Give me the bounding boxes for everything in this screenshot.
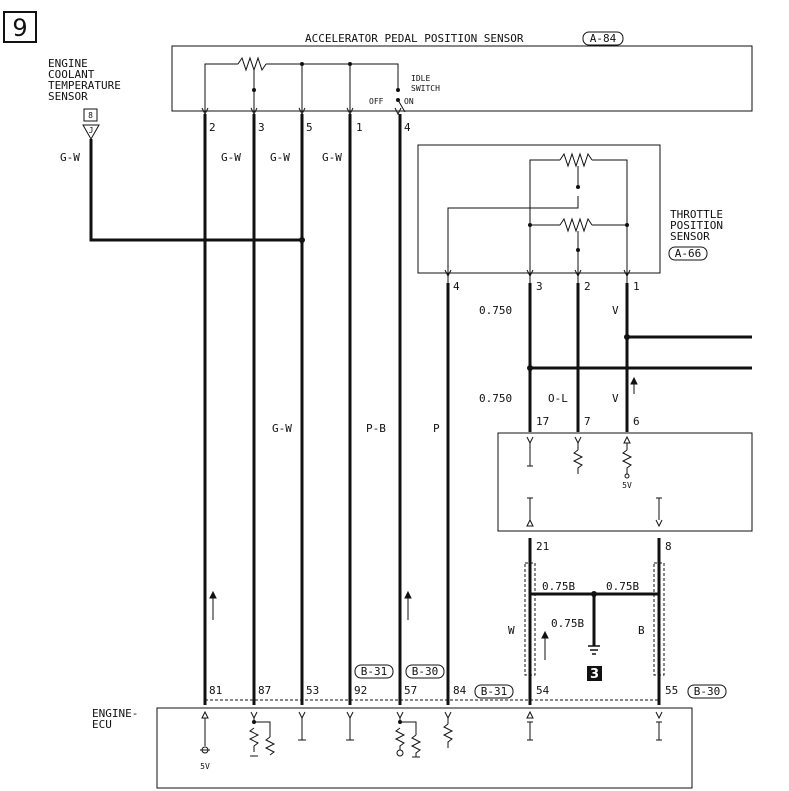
throttle-junctions (528, 185, 629, 252)
accel-pin-5: 5 (306, 121, 313, 134)
coolant-connector-icon (82, 124, 100, 141)
relay-pin-8: 8 (665, 540, 672, 553)
accelerator-sensor-title: ACCELERATOR PEDAL POSITION SENSOR (305, 32, 524, 45)
connector-a66: A-66 (675, 247, 702, 260)
coolant-label-4: SENSOR (48, 90, 88, 103)
page-number: 9 (12, 14, 27, 42)
accel-pin-3: 3 (258, 121, 265, 134)
wire-gnd-left-color: 0.75B (542, 580, 575, 593)
ecu-pin-92: 92 (354, 684, 367, 697)
throttle-sensor-box (417, 144, 661, 274)
accel-pin-2: 2 (209, 121, 216, 134)
ecu-pin-54: 54 (536, 684, 550, 697)
off-label: OFF (369, 97, 384, 106)
throttle-internal-wiring (447, 152, 628, 283)
relay-pin-21: 21 (536, 540, 549, 553)
connector-badge-b31-b (474, 684, 514, 699)
ground-symbol (588, 645, 600, 655)
shield-outlines (205, 562, 665, 701)
ecu-pin-87: 87 (258, 684, 271, 697)
wire-pb-color: P-B (366, 422, 386, 435)
ecu-supply-5v: 5V (200, 762, 210, 771)
wire-mid-gw-color: G-W (272, 422, 292, 435)
ecu-pin-symbols (200, 710, 663, 758)
coolant-badge-box (83, 108, 98, 122)
throttle-pin-1: 1 (633, 280, 640, 293)
throttle-pin-2: 2 (584, 280, 591, 293)
main-wires (89, 114, 752, 705)
wire-gnd-right-color: 0.75B (606, 580, 639, 593)
connector-b30-a: B-30 (412, 665, 439, 678)
wire-v-upper-color: V (612, 304, 619, 317)
ground-badge-box (587, 666, 602, 681)
wire-acc1-color: G-W (322, 151, 342, 164)
ecu-pin-81: 81 (209, 684, 222, 697)
wire-gnd-down-color: 0.75B (551, 617, 584, 630)
wire-ol-color: O-L (548, 392, 568, 405)
connector-b31-a: B-31 (361, 665, 388, 678)
accelerator-junctions (252, 62, 400, 102)
junction-block-internals (526, 435, 663, 528)
ecu-label-2: ECU (92, 718, 112, 731)
wire-p-color: P (433, 422, 440, 435)
relay-pin-7: 7 (584, 415, 591, 428)
wire-coolant-color: G-W (60, 151, 80, 164)
wire-junctions (299, 237, 630, 597)
connector-a84: A-84 (590, 32, 617, 45)
accel-pin-4: 4 (404, 121, 411, 134)
wire-v-lower-color: V (612, 392, 619, 405)
idle-switch-label-2: SWITCH (411, 84, 440, 93)
ecu-pin-84: 84 (453, 684, 467, 697)
wire-tps3-lower-color: 0.750 (479, 392, 512, 405)
idle-switch-label-1: IDLE (411, 74, 430, 83)
coolant-label-3: TEMPERATURE (48, 79, 121, 92)
accel-pin-1: 1 (356, 121, 363, 134)
connector-badge-b30-b (687, 684, 727, 699)
wire-w-color: W (508, 624, 515, 637)
connector-badge-a84 (582, 31, 624, 46)
ecu-pin-57: 57 (404, 684, 417, 697)
ecu-pin-55: 55 (665, 684, 678, 697)
throttle-label-3: SENSOR (670, 230, 710, 243)
accelerator-internal-wiring (204, 56, 406, 113)
coolant-label-2: COOLANT (48, 68, 95, 81)
junction-block (497, 432, 753, 532)
ground-badge: 3 (590, 667, 599, 682)
wire-acc5-color: G-W (270, 151, 290, 164)
ecu-pin-53: 53 (306, 684, 319, 697)
coolant-badge: 8 (88, 111, 93, 120)
throttle-label-2: POSITION (670, 219, 723, 232)
connector-badge-b31-a (354, 664, 394, 679)
accelerator-sensor-box (171, 45, 753, 112)
throttle-pin-3: 3 (536, 280, 543, 293)
wire-tps3-upper-color: 0.750 (479, 304, 512, 317)
ecu-junctions (252, 720, 402, 724)
throttle-pin-4: 4 (453, 280, 460, 293)
wire-b-color: B (638, 624, 645, 637)
wire-acc3-color: G-W (221, 151, 241, 164)
connector-b31-b: B-31 (481, 685, 508, 698)
connector-badge-b30-a (405, 664, 445, 679)
relay-pin-6: 6 (633, 415, 640, 428)
coolant-label-1: ENGINE (48, 57, 88, 70)
ecu-label-1: ENGINE- (92, 707, 138, 720)
junction-supply-5v: 5V (622, 481, 632, 490)
coolant-pin: J (89, 126, 94, 135)
throttle-label-1: THROTTLE (670, 208, 723, 221)
page-number-box (3, 11, 37, 43)
signal-arrows (209, 376, 638, 660)
connector-b30-b: B-30 (694, 685, 721, 698)
on-label: ON (404, 97, 414, 106)
ecu-box (156, 707, 693, 789)
relay-pin-17: 17 (536, 415, 549, 428)
connector-badge-a66 (668, 246, 708, 261)
throttle-pin-arrows (444, 269, 631, 278)
